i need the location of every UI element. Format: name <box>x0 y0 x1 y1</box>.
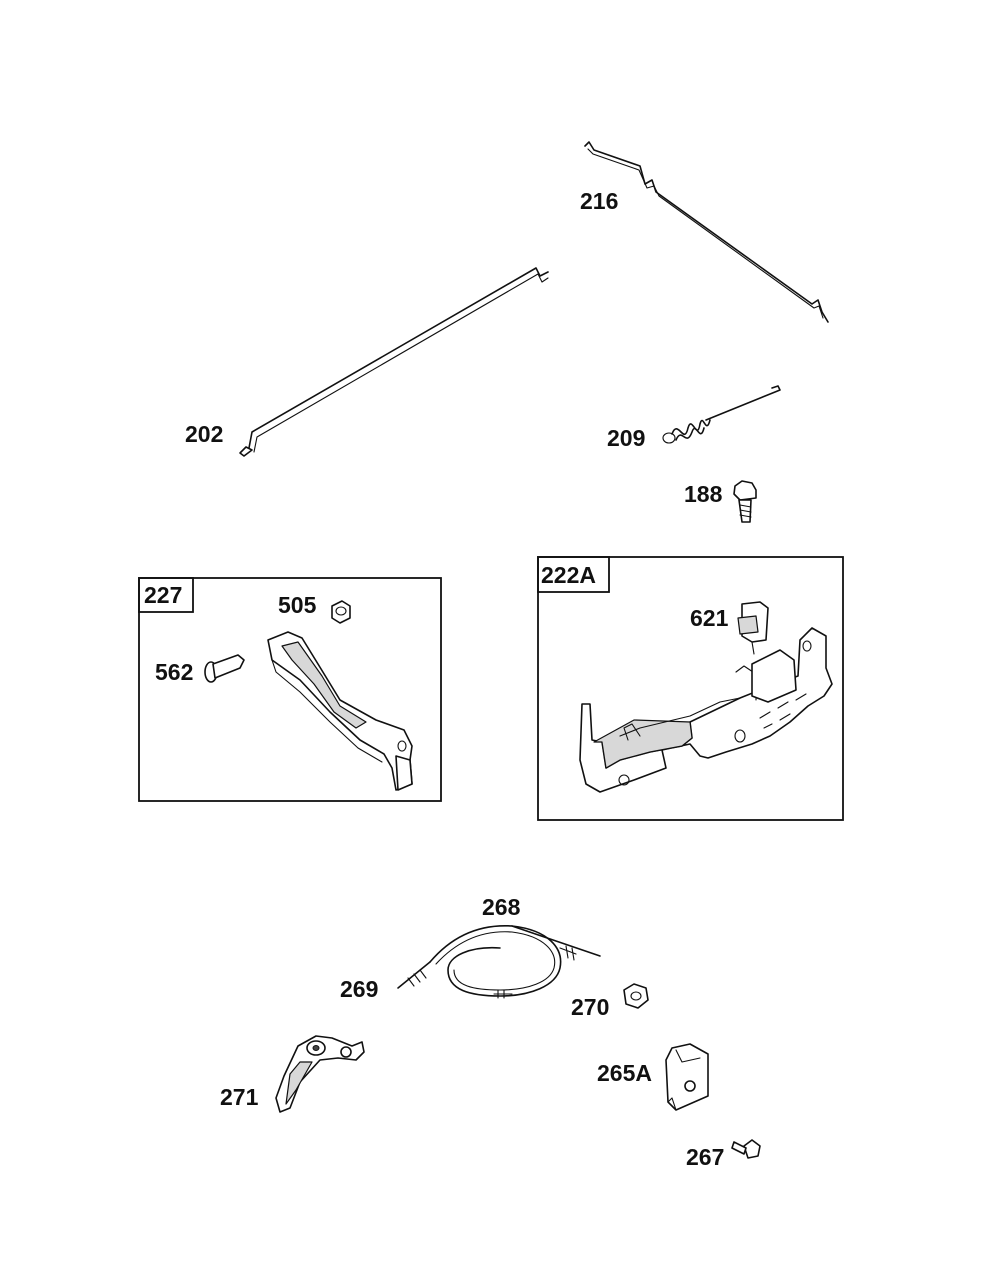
part-562-pin[interactable] <box>204 654 245 683</box>
part-268-cable[interactable] <box>429 925 601 999</box>
label-209: 209 <box>607 425 645 451</box>
label-621: 621 <box>690 605 729 631</box>
part-621-clip[interactable] <box>737 601 769 655</box>
label-562: 562 <box>155 659 193 685</box>
part-202-rod[interactable] <box>239 267 549 457</box>
label-216: 216 <box>580 188 618 214</box>
part-271-lever[interactable] <box>275 1035 365 1113</box>
label-269: 269 <box>340 976 378 1002</box>
label-227: 227 <box>144 582 182 608</box>
part-265A-clip[interactable] <box>665 1043 709 1111</box>
part-269-cable-end[interactable] <box>397 961 431 989</box>
part-267-screw[interactable] <box>731 1139 761 1159</box>
part-188-bolt[interactable] <box>733 480 757 523</box>
label-505: 505 <box>278 592 317 618</box>
label-202: 202 <box>185 421 223 447</box>
part-227-lever[interactable] <box>267 631 413 791</box>
label-188: 188 <box>684 481 723 507</box>
label-270: 270 <box>571 994 609 1020</box>
label-271: 271 <box>220 1084 259 1110</box>
label-265A: 265A <box>597 1060 652 1086</box>
label-268: 268 <box>482 894 521 920</box>
box-227 <box>138 577 442 802</box>
box-222A <box>537 556 844 821</box>
part-505-nut[interactable] <box>331 600 351 624</box>
label-222A: 222A <box>541 562 596 588</box>
part-216-rod[interactable] <box>584 141 829 323</box>
label-267: 267 <box>686 1144 724 1170</box>
part-222A-bracket[interactable] <box>579 627 833 793</box>
part-209-spring[interactable] <box>662 385 781 444</box>
part-270-nut[interactable] <box>623 983 649 1009</box>
